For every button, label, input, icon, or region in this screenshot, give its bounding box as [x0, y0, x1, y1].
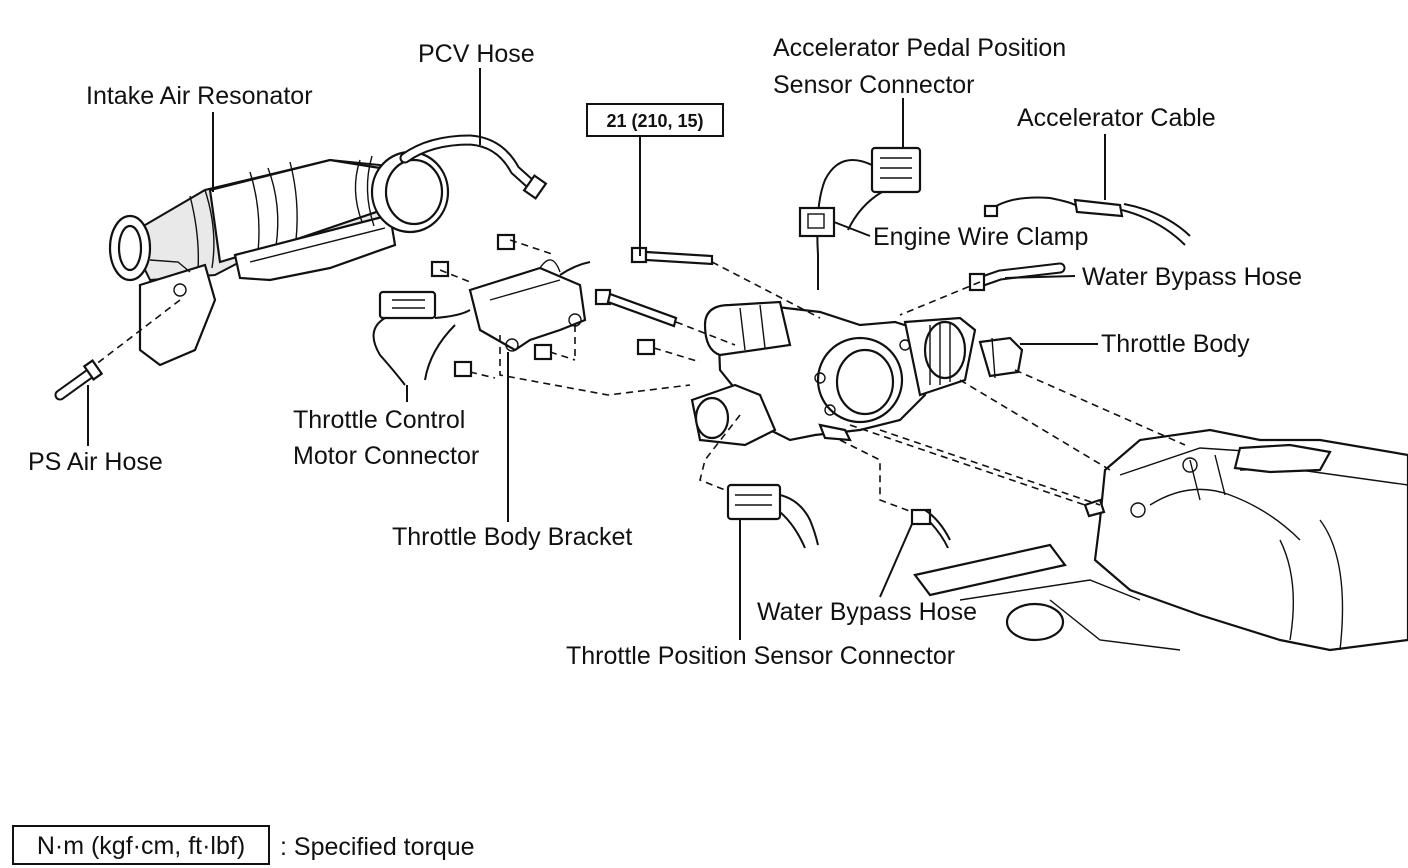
label-accelerator-pedal-line1: Accelerator Pedal Position: [773, 34, 1066, 62]
label-water-bypass-hose-lower: Water Bypass Hose: [757, 598, 977, 626]
intake-manifold-drawing: [913, 428, 1408, 652]
label-accelerator-cable: Accelerator Cable: [1017, 104, 1216, 132]
label-pcv-hose: PCV Hose: [418, 40, 535, 68]
label-water-bypass-hose-upper: Water Bypass Hose: [1082, 263, 1302, 291]
label-ps-air-hose: PS Air Hose: [28, 448, 163, 476]
legend-unit-box: N·m (kgf·cm, ft·lbf): [37, 832, 245, 860]
pcv-hose-drawing: [399, 134, 548, 200]
leader-lines: [87, 68, 1106, 640]
water-bypass-hose-upper-drawing: [968, 262, 1066, 292]
legend-description: : Specified torque: [280, 833, 475, 861]
label-engine-wire-clamp: Engine Wire Clamp: [873, 223, 1088, 251]
ps-air-hose-drawing: [54, 359, 104, 401]
water-bypass-hose-lower-drawing: [910, 508, 951, 549]
label-throttle-position-sensor: Throttle Position Sensor Connector: [566, 642, 955, 670]
label-throttle-control-line2: Motor Connector: [293, 442, 479, 470]
accelerator-cable-drawing: [983, 196, 1191, 246]
torque-value: 21 (210, 15): [606, 111, 703, 131]
throttle-body-drawing: [690, 300, 1024, 447]
label-throttle-control-line1: Throttle Control: [293, 406, 465, 434]
throttle-position-sensor-connector-drawing: [726, 483, 819, 549]
intake-air-resonator-drawing: [108, 150, 450, 367]
accelerator-pedal-sensor-connector-drawing: [798, 146, 922, 290]
torque-spec-box: 21 (210, 15): [586, 103, 724, 137]
label-intake-air-resonator: Intake Air Resonator: [86, 82, 313, 110]
throttle-control-motor-connector-drawing: [372, 261, 591, 386]
throttle-body-bracket-drawing: [430, 233, 587, 378]
alignment-lines: [94, 239, 1186, 513]
label-throttle-body: Throttle Body: [1101, 330, 1250, 358]
legend: N·m (kgf·cm, ft·lbf) : Specified torque: [12, 825, 475, 865]
label-accelerator-pedal-line2: Sensor Connector: [773, 71, 975, 99]
label-throttle-body-bracket: Throttle Body Bracket: [392, 523, 632, 551]
bolts-drawing: [594, 246, 714, 356]
